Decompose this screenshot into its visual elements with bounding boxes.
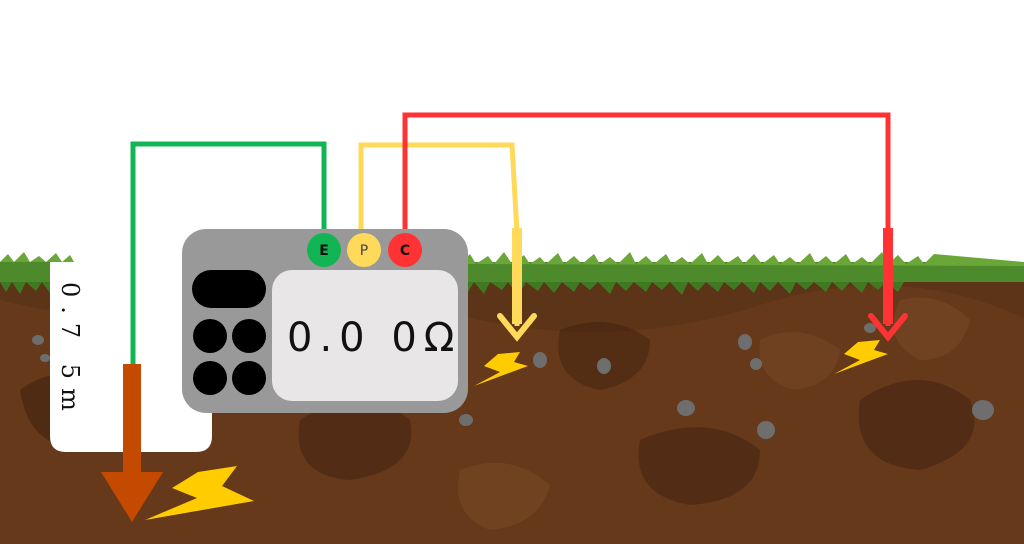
spark-icon-c (834, 340, 888, 374)
electrode-c (868, 228, 908, 342)
wire-e (130, 141, 327, 368)
meter-reading: 0.0 0Ω (287, 315, 461, 361)
meter-button-2[interactable] (232, 319, 266, 353)
electrode-p (497, 228, 537, 342)
meter-button-1[interactable] (193, 319, 227, 353)
spark-icon-p (474, 352, 528, 386)
terminal-p[interactable]: P (347, 233, 381, 267)
earth-tester-meter: 0.0 0Ω E P C (182, 229, 468, 413)
depth-label: 0.7 5m (56, 282, 84, 420)
electrode-e (101, 364, 163, 522)
meter-screen (272, 270, 458, 401)
terminal-e-label: E (319, 243, 329, 259)
meter-button-4[interactable] (232, 361, 266, 395)
wire-c (402, 112, 891, 326)
meter-button-3[interactable] (193, 361, 227, 395)
terminal-e[interactable]: E (307, 233, 341, 267)
terminal-c[interactable]: C (388, 233, 422, 267)
pebbles (32, 323, 994, 439)
terminal-c-label: C (400, 243, 410, 259)
spark-icon-e (145, 466, 254, 520)
meter-function-button[interactable] (192, 270, 266, 308)
terminal-p-label: P (360, 243, 368, 259)
